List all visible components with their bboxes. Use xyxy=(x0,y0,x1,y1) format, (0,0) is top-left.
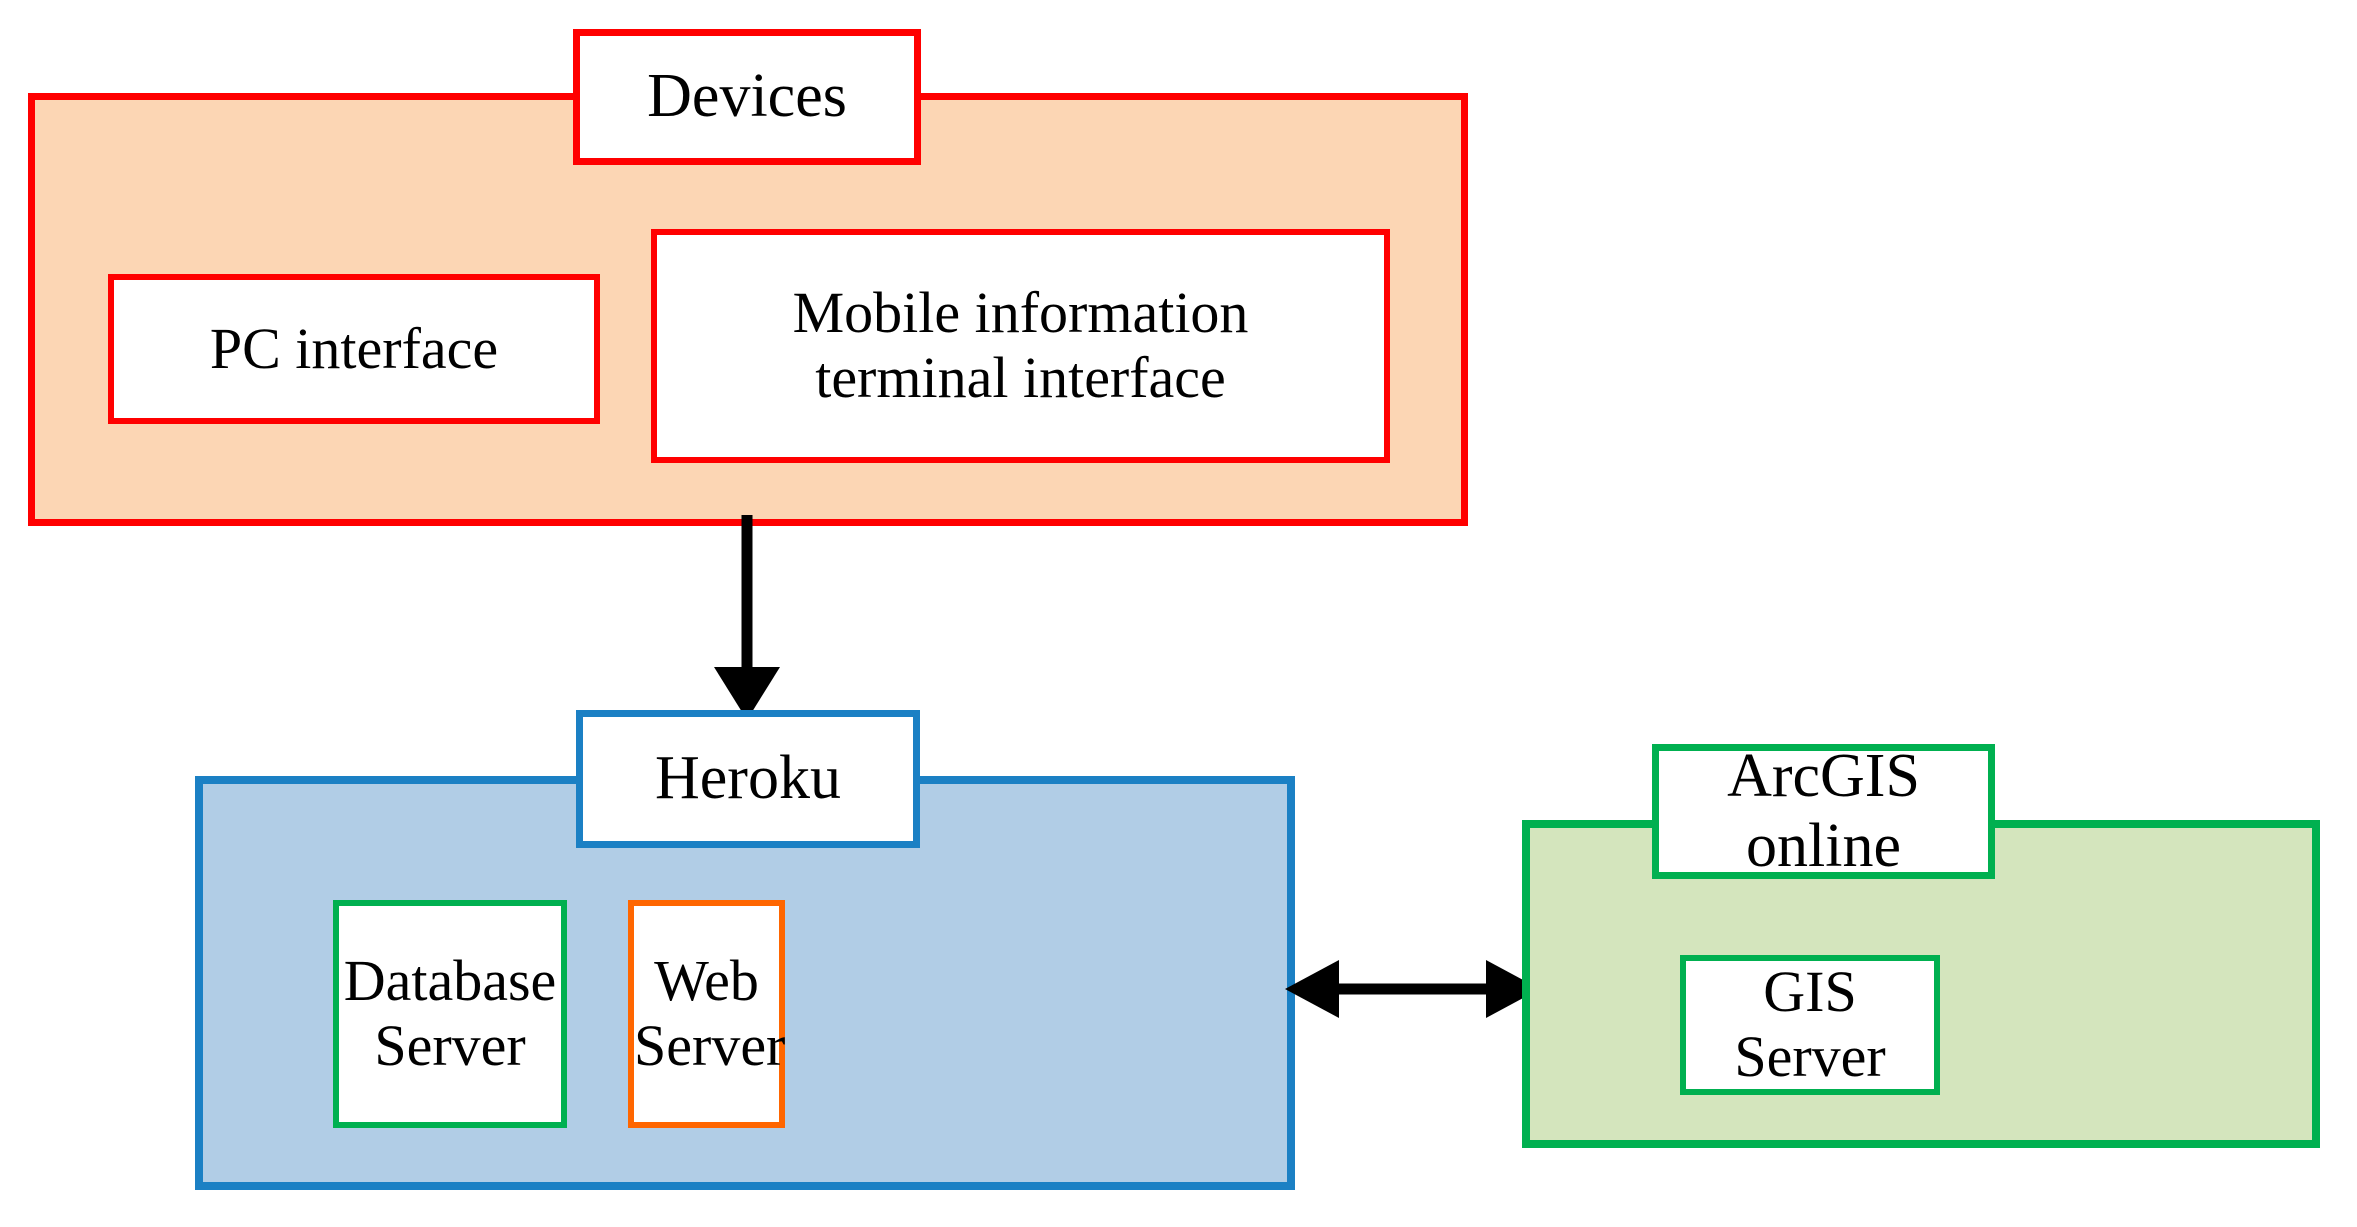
node-gis-server-label: GIS Server xyxy=(1734,959,1886,1089)
node-web-server: Web Server xyxy=(628,900,785,1128)
node-mobile-information-terminal-interface-label: Mobile information terminal interface xyxy=(792,280,1249,410)
node-database-server-label: Database Server xyxy=(343,948,557,1078)
devices-group-title: Devices xyxy=(573,29,921,165)
arcgis-online-group-title-label: ArcGIS online xyxy=(1727,742,1920,880)
node-web-server-label: Web Server xyxy=(634,948,786,1078)
devices-group-title-label: Devices xyxy=(647,62,847,131)
node-pc-interface: PC interface xyxy=(108,274,600,424)
down-arrow-icon xyxy=(714,515,780,720)
double-arrow-icon xyxy=(1285,960,1540,1018)
arcgis-online-group-title: ArcGIS online xyxy=(1652,742,1995,880)
heroku-group-title-label: Heroku xyxy=(655,744,841,813)
node-gis-server: GIS Server xyxy=(1680,955,1940,1095)
node-mobile-information-terminal-interface: Mobile information terminal interface xyxy=(651,229,1390,463)
heroku-group-title: Heroku xyxy=(576,710,920,848)
node-pc-interface-label: PC interface xyxy=(209,315,499,381)
node-database-server: Database Server xyxy=(333,900,567,1128)
